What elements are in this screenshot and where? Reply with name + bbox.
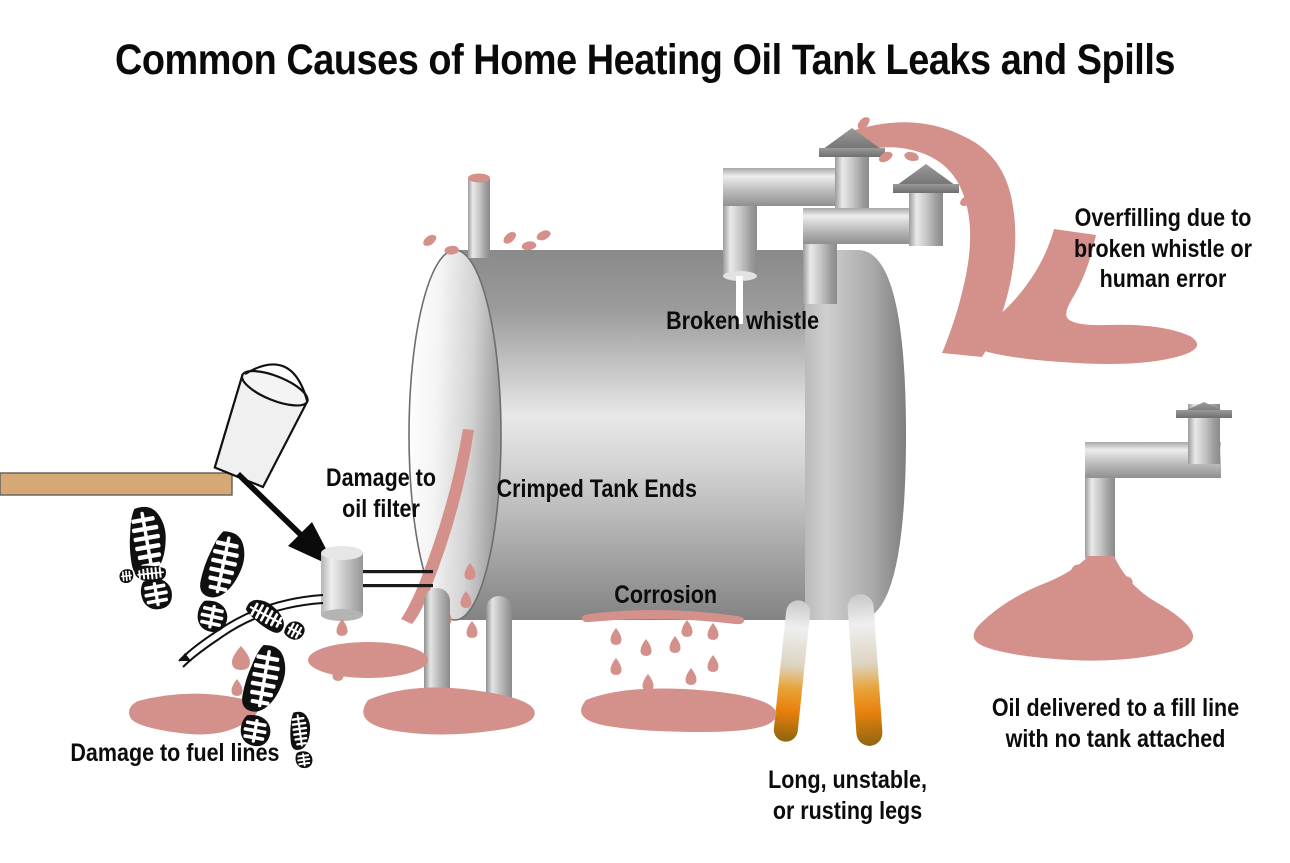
vent-whistle xyxy=(736,276,743,324)
label-damage-to-oil-filter: Damage to oil filter xyxy=(326,464,436,523)
vent-pipe-right xyxy=(803,164,959,304)
tank-top-fill-pipe xyxy=(468,173,490,258)
label-crimped-tank-ends: Crimped Tank Ends xyxy=(496,475,697,503)
wooden-board xyxy=(0,472,233,496)
vent-pipe-left xyxy=(723,128,885,281)
page-title: Common Causes of Home Heating Oil Tank L… xyxy=(114,36,1176,84)
tank-leg-front-left xyxy=(424,588,450,706)
oil-tank xyxy=(408,249,906,621)
boot-print xyxy=(190,528,250,636)
detached-fill-pipe xyxy=(1085,402,1232,558)
corrosion-puddle xyxy=(581,688,777,732)
vent-cap-right xyxy=(893,164,959,188)
tank-leg-front-right-rusting xyxy=(773,600,811,742)
tank-leg-puddle xyxy=(363,687,535,735)
label-oil-delivered-no-tank: Oil delivered to a fill line with no tan… xyxy=(991,694,1240,753)
tipped-bucket xyxy=(213,363,309,489)
vent-cap-left xyxy=(819,128,885,152)
boot-print xyxy=(122,503,179,613)
label-long-unstable-legs: Long, unstable, or rusting legs xyxy=(768,766,927,825)
label-corrosion: Corrosion xyxy=(614,581,718,609)
overfill-oil-stream xyxy=(855,122,1016,358)
fuel-line-puddle xyxy=(129,693,258,735)
detached-fill-pipe-spill xyxy=(973,556,1194,661)
tank-leg-rear-right-rusting xyxy=(847,594,883,746)
arrow-to-oil-filter xyxy=(236,472,336,568)
oil-filter xyxy=(321,546,433,681)
label-damage-to-fuel-lines: Damage to fuel lines xyxy=(70,739,280,767)
tank-leg-rear-left xyxy=(486,596,512,720)
tank-end-cap xyxy=(408,249,502,621)
label-overfilling: Overfilling due to broken whistle or hum… xyxy=(1073,204,1252,293)
overfill-puddle xyxy=(969,229,1198,364)
label-broken-whistle: Broken whistle xyxy=(666,307,820,335)
bucket-handle xyxy=(244,363,309,402)
corrosion-leak xyxy=(582,609,745,691)
crimped-end-leak xyxy=(401,429,478,642)
oil-filter-puddle xyxy=(308,642,428,678)
